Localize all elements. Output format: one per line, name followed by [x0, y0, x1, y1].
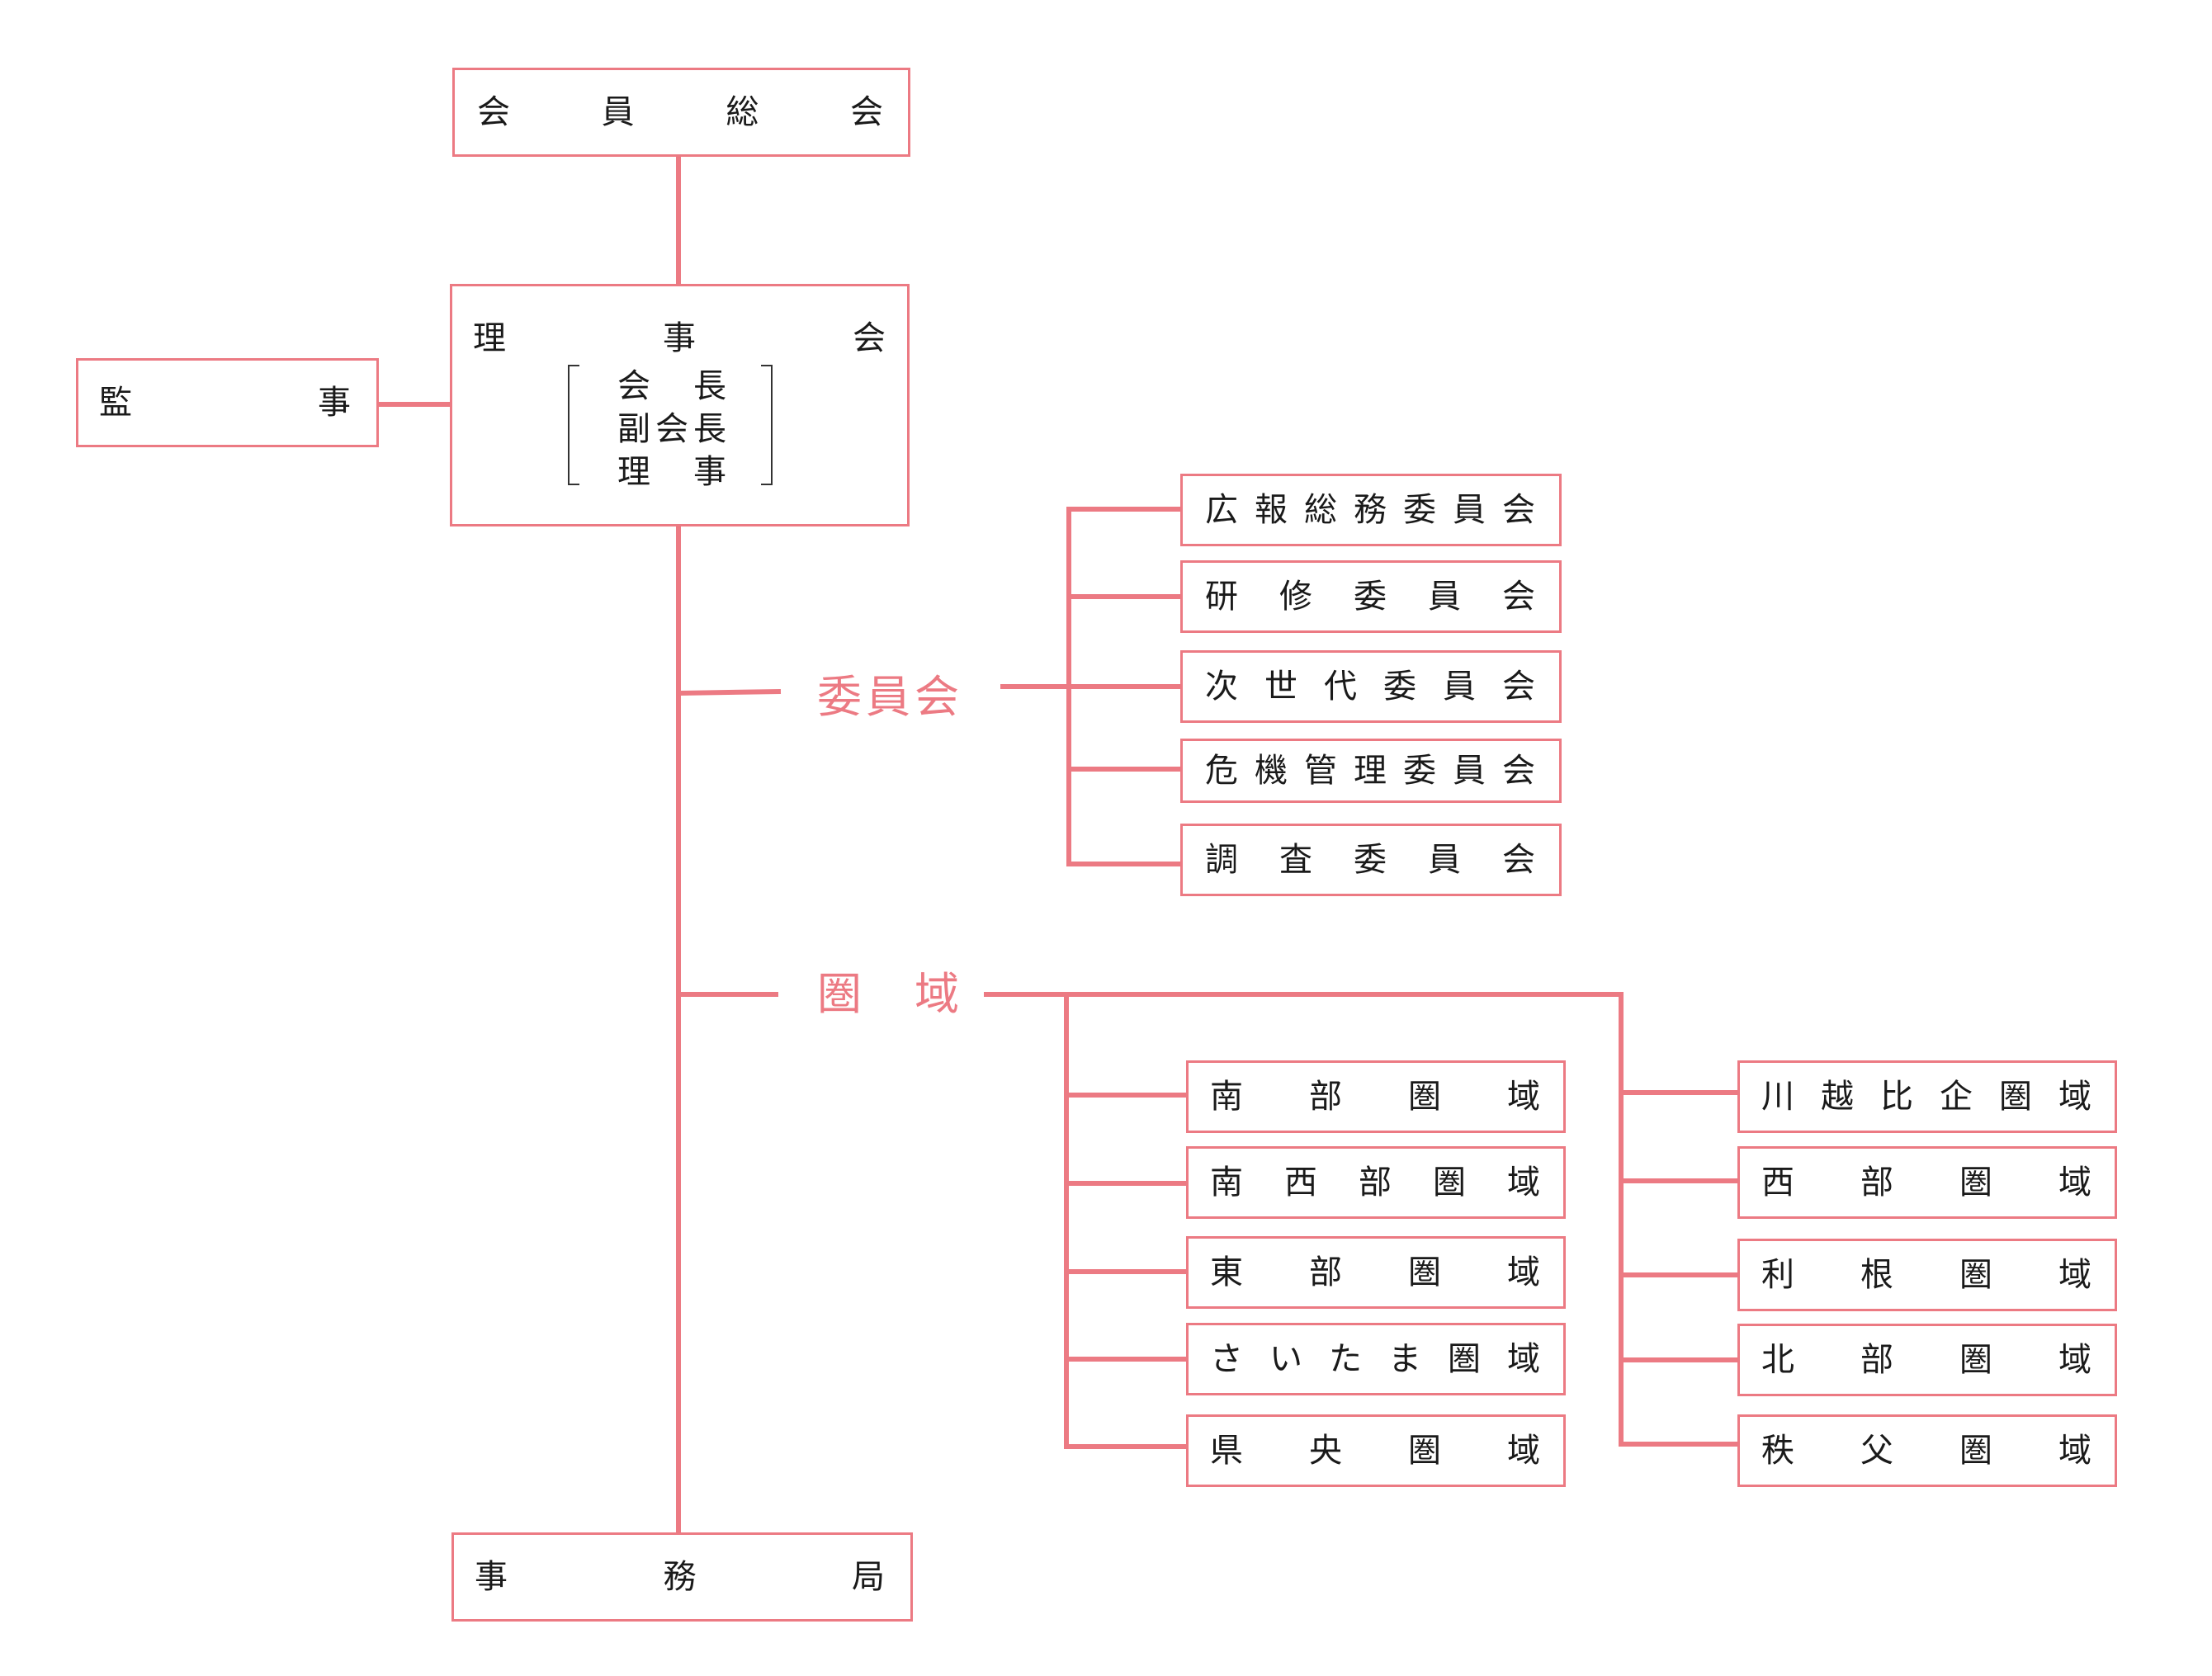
bracket-right — [761, 365, 773, 485]
region-group-label: 圏域 — [817, 968, 959, 1020]
committee-group-label: 委員会 — [817, 671, 959, 723]
region-box — [1186, 1146, 1566, 1219]
committee-box — [1180, 739, 1562, 803]
auditor-label: 監事 — [99, 384, 351, 422]
region-label: 北部圏域 — [1761, 1341, 2091, 1379]
committee-box — [1180, 474, 1562, 546]
region-box — [1737, 1414, 2117, 1487]
board-member-director: 理事 — [617, 453, 726, 491]
region-box — [1737, 1146, 2117, 1219]
board-member-president: 会長 — [617, 367, 726, 405]
board-label: 理事会 — [473, 319, 886, 357]
board-member-vice-president: 副会長 — [617, 410, 726, 448]
region-label: 東部圏域 — [1210, 1253, 1540, 1291]
region-box — [1737, 1324, 2117, 1396]
committee-label: 広報総務委員会 — [1205, 491, 1535, 529]
region-label: 秩父圏域 — [1761, 1432, 2091, 1470]
general-assembly-box — [452, 68, 910, 157]
auditor-box — [76, 358, 379, 447]
region-box — [1737, 1060, 2117, 1133]
board-box — [450, 284, 910, 526]
bracket-left — [568, 365, 579, 485]
committee-label: 危機管理委員会 — [1205, 752, 1535, 790]
committee-label: 調査委員会 — [1205, 841, 1535, 879]
general-assembly-label: 会員総会 — [477, 93, 883, 131]
board-members-bracket: 会長 副会長 理事 — [568, 365, 773, 491]
region-label: 利根圏域 — [1761, 1256, 2091, 1294]
region-box — [1737, 1239, 2117, 1311]
committee-label: 研修委員会 — [1205, 578, 1535, 616]
region-box — [1186, 1236, 1566, 1309]
region-label: 川越比企圏域 — [1761, 1078, 2091, 1116]
secretariat-box — [451, 1532, 913, 1622]
secretariat-label: 事務局 — [475, 1558, 885, 1596]
committee-box — [1180, 824, 1562, 896]
region-label: 県央圏域 — [1210, 1432, 1540, 1470]
region-box — [1186, 1414, 1566, 1487]
committee-box — [1180, 560, 1562, 633]
region-label: 西部圏域 — [1761, 1164, 2091, 1202]
region-label: さいたま圏域 — [1210, 1340, 1540, 1378]
region-box — [1186, 1323, 1566, 1395]
region-box — [1186, 1060, 1566, 1133]
region-label: 南部圏域 — [1210, 1078, 1540, 1116]
region-label: 南西部圏域 — [1210, 1164, 1540, 1202]
committee-label: 次世代委員会 — [1205, 668, 1535, 706]
committee-box — [1180, 650, 1562, 723]
